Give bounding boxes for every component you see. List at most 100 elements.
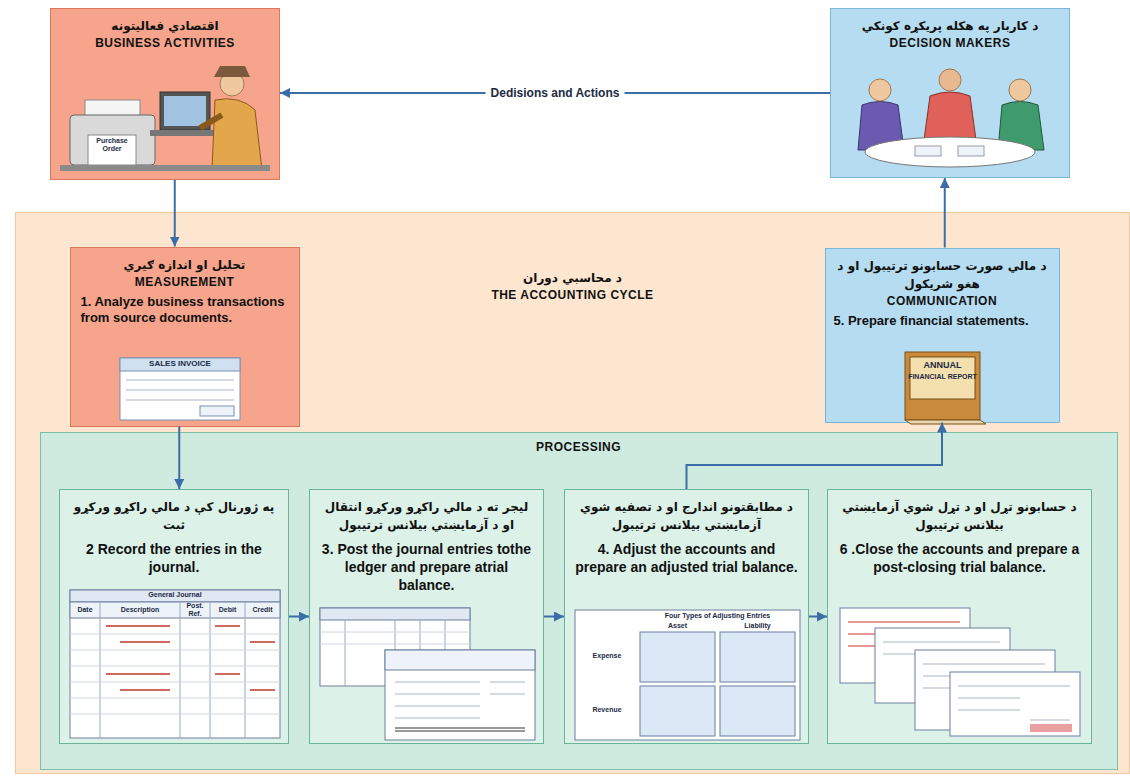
journal-illustration	[70, 634, 280, 714]
sales-invoice-illustration	[126, 380, 234, 400]
node-heading: لیجر ته د مالي راکړو ورکړو انتقال او د آ…	[318, 498, 535, 534]
office-worker-illustration	[70, 115, 155, 165]
meeting-illustration	[998, 102, 1044, 151]
illustration-label: Debit	[210, 606, 245, 614]
illustration-label: Credit	[245, 606, 280, 614]
ledger-illustration	[385, 650, 535, 670]
adjustment-matrix-illustration	[640, 686, 715, 736]
flow-arrow	[178, 427, 180, 490]
office-worker-illustration	[160, 92, 210, 130]
ledger-illustration	[385, 650, 535, 740]
closing-sheets-illustration	[840, 608, 970, 683]
annual-report-illustration	[905, 352, 980, 420]
meeting-illustration	[858, 102, 904, 151]
closing-sheets-illustration	[1030, 724, 1072, 732]
node-heading: PROCESSING	[49, 439, 1109, 455]
office-worker-illustration	[150, 130, 220, 136]
step-box: په ژورنال کې د مالي راکړو ورکړو ثبت 2 Rec…	[59, 489, 289, 744]
annual-report-illustration	[910, 357, 975, 399]
meeting-illustration	[939, 69, 961, 91]
adjustment-matrix-illustration	[720, 686, 795, 736]
illustration-label: SALES INVOICE	[120, 359, 240, 368]
office-worker-illustration	[220, 72, 244, 96]
node-text: 2 Record the entries in the journal.	[68, 540, 280, 576]
node-text: 5. Prepare financial statements.	[834, 313, 1051, 329]
flow-arrow	[687, 423, 943, 490]
node-text: BUSINESS ACTIVITIES	[59, 35, 271, 51]
decision-box: د کاربار په هکله پریکړه کونکيDECISION MA…	[830, 8, 1070, 178]
ledger-illustration	[320, 608, 535, 740]
office-worker-illustration	[85, 100, 140, 118]
journal-illustration	[70, 590, 280, 602]
node-text: THE ACCOUNTING CYCLE	[436, 287, 709, 303]
ledger-illustration	[345, 620, 445, 686]
ledger-illustration	[320, 608, 470, 686]
annual-report-illustration	[905, 420, 986, 424]
ledger-illustration	[320, 632, 470, 644]
journal-illustration	[106, 626, 275, 690]
illustration-label: Expense	[576, 652, 638, 660]
cycle-band: د محاسبي دورانTHE ACCOUNTING CYCLEتحلیل …	[15, 212, 1130, 774]
meeting-illustration	[958, 146, 984, 156]
journal-illustration	[70, 590, 280, 738]
sales-invoice-illustration	[120, 358, 240, 371]
step-box: د مطابقتونو اندارج او د تصفیه شوي آزمایښ…	[564, 489, 809, 744]
annual-report-illustration	[905, 352, 986, 424]
node-text: MEASUREMENT	[81, 274, 289, 290]
office-worker-illustration	[214, 66, 250, 77]
step-box: لیجر ته د مالي راکړو ورکړو انتقال او د آ…	[309, 489, 544, 744]
office-worker-illustration	[164, 96, 206, 126]
ledger-illustration	[395, 682, 525, 718]
node-text: 1. Analyze business transactions from so…	[81, 294, 289, 326]
closing-sheets-illustration	[840, 608, 1080, 736]
office-worker-illustration	[60, 66, 270, 171]
journal-illustration	[70, 602, 280, 618]
sales-invoice-illustration	[200, 406, 234, 416]
node-text: 4. Adjust the accounts and prepare an ad…	[573, 540, 800, 576]
node-text: 6 .Close the accounts and prepare a post…	[836, 540, 1083, 576]
ledger-illustration	[320, 608, 470, 620]
flow-arrow	[944, 178, 946, 248]
office-worker-illustration	[88, 135, 136, 165]
activity-box: اقتصادي فعالیتونهBUSINESS ACTIVITIES	[50, 8, 280, 180]
adjustment-matrix-illustration	[575, 610, 800, 740]
processing-band: PROCESSING په ژورنال کې د مالي راکړو ورکړ…	[40, 432, 1118, 770]
meeting-illustration	[869, 79, 891, 101]
sales-invoice-illustration	[120, 358, 240, 420]
node-text: 3. Post the journal entries tothe ledger…	[318, 540, 535, 594]
closing-sheets-illustration	[923, 664, 1045, 688]
illustration-label: Date	[70, 606, 100, 614]
office-worker-illustration	[60, 165, 270, 171]
meeting-illustration	[858, 69, 1044, 167]
flow-arrow	[174, 180, 176, 247]
illustration-label: Liability	[720, 622, 795, 630]
illustration-label: Four Types of Adjusting Entries	[640, 612, 795, 620]
meeting-illustration	[1009, 79, 1031, 101]
ledger-illustration	[395, 728, 525, 731]
flow-arrow	[809, 616, 827, 618]
node-text: COMMUNICATION	[834, 293, 1051, 309]
adjustment-matrix-illustration	[575, 610, 800, 740]
illustration-label: Description	[100, 606, 180, 614]
node-heading: د محاسبي دوران	[436, 269, 709, 287]
illustration-label: Asset	[640, 622, 715, 630]
journal-illustration	[70, 590, 280, 738]
adjustment-matrix-illustration	[640, 632, 715, 682]
closing-sheets-illustration	[958, 686, 1070, 720]
sales-invoice-illustration	[120, 358, 240, 420]
illustration-label: Post. Ref.	[180, 602, 210, 618]
node-heading: په ژورنال کې د مالي راکړو ورکړو ثبت	[68, 498, 280, 534]
step-box: د حسابونو تړل او د تړل شوي آزمایښتي بیلا…	[827, 489, 1092, 744]
meeting-illustration	[915, 146, 941, 156]
illustration-label: ANNUAL	[907, 360, 978, 370]
illustration-label: FINANCIAL REPORT	[907, 373, 978, 381]
edge-label: Dedisions and Actions	[486, 86, 625, 100]
adjustment-matrix-illustration	[720, 632, 795, 682]
journal-illustration	[100, 602, 245, 738]
node-heading: د کاربار په هکله پریکړه کونکي	[839, 17, 1061, 35]
